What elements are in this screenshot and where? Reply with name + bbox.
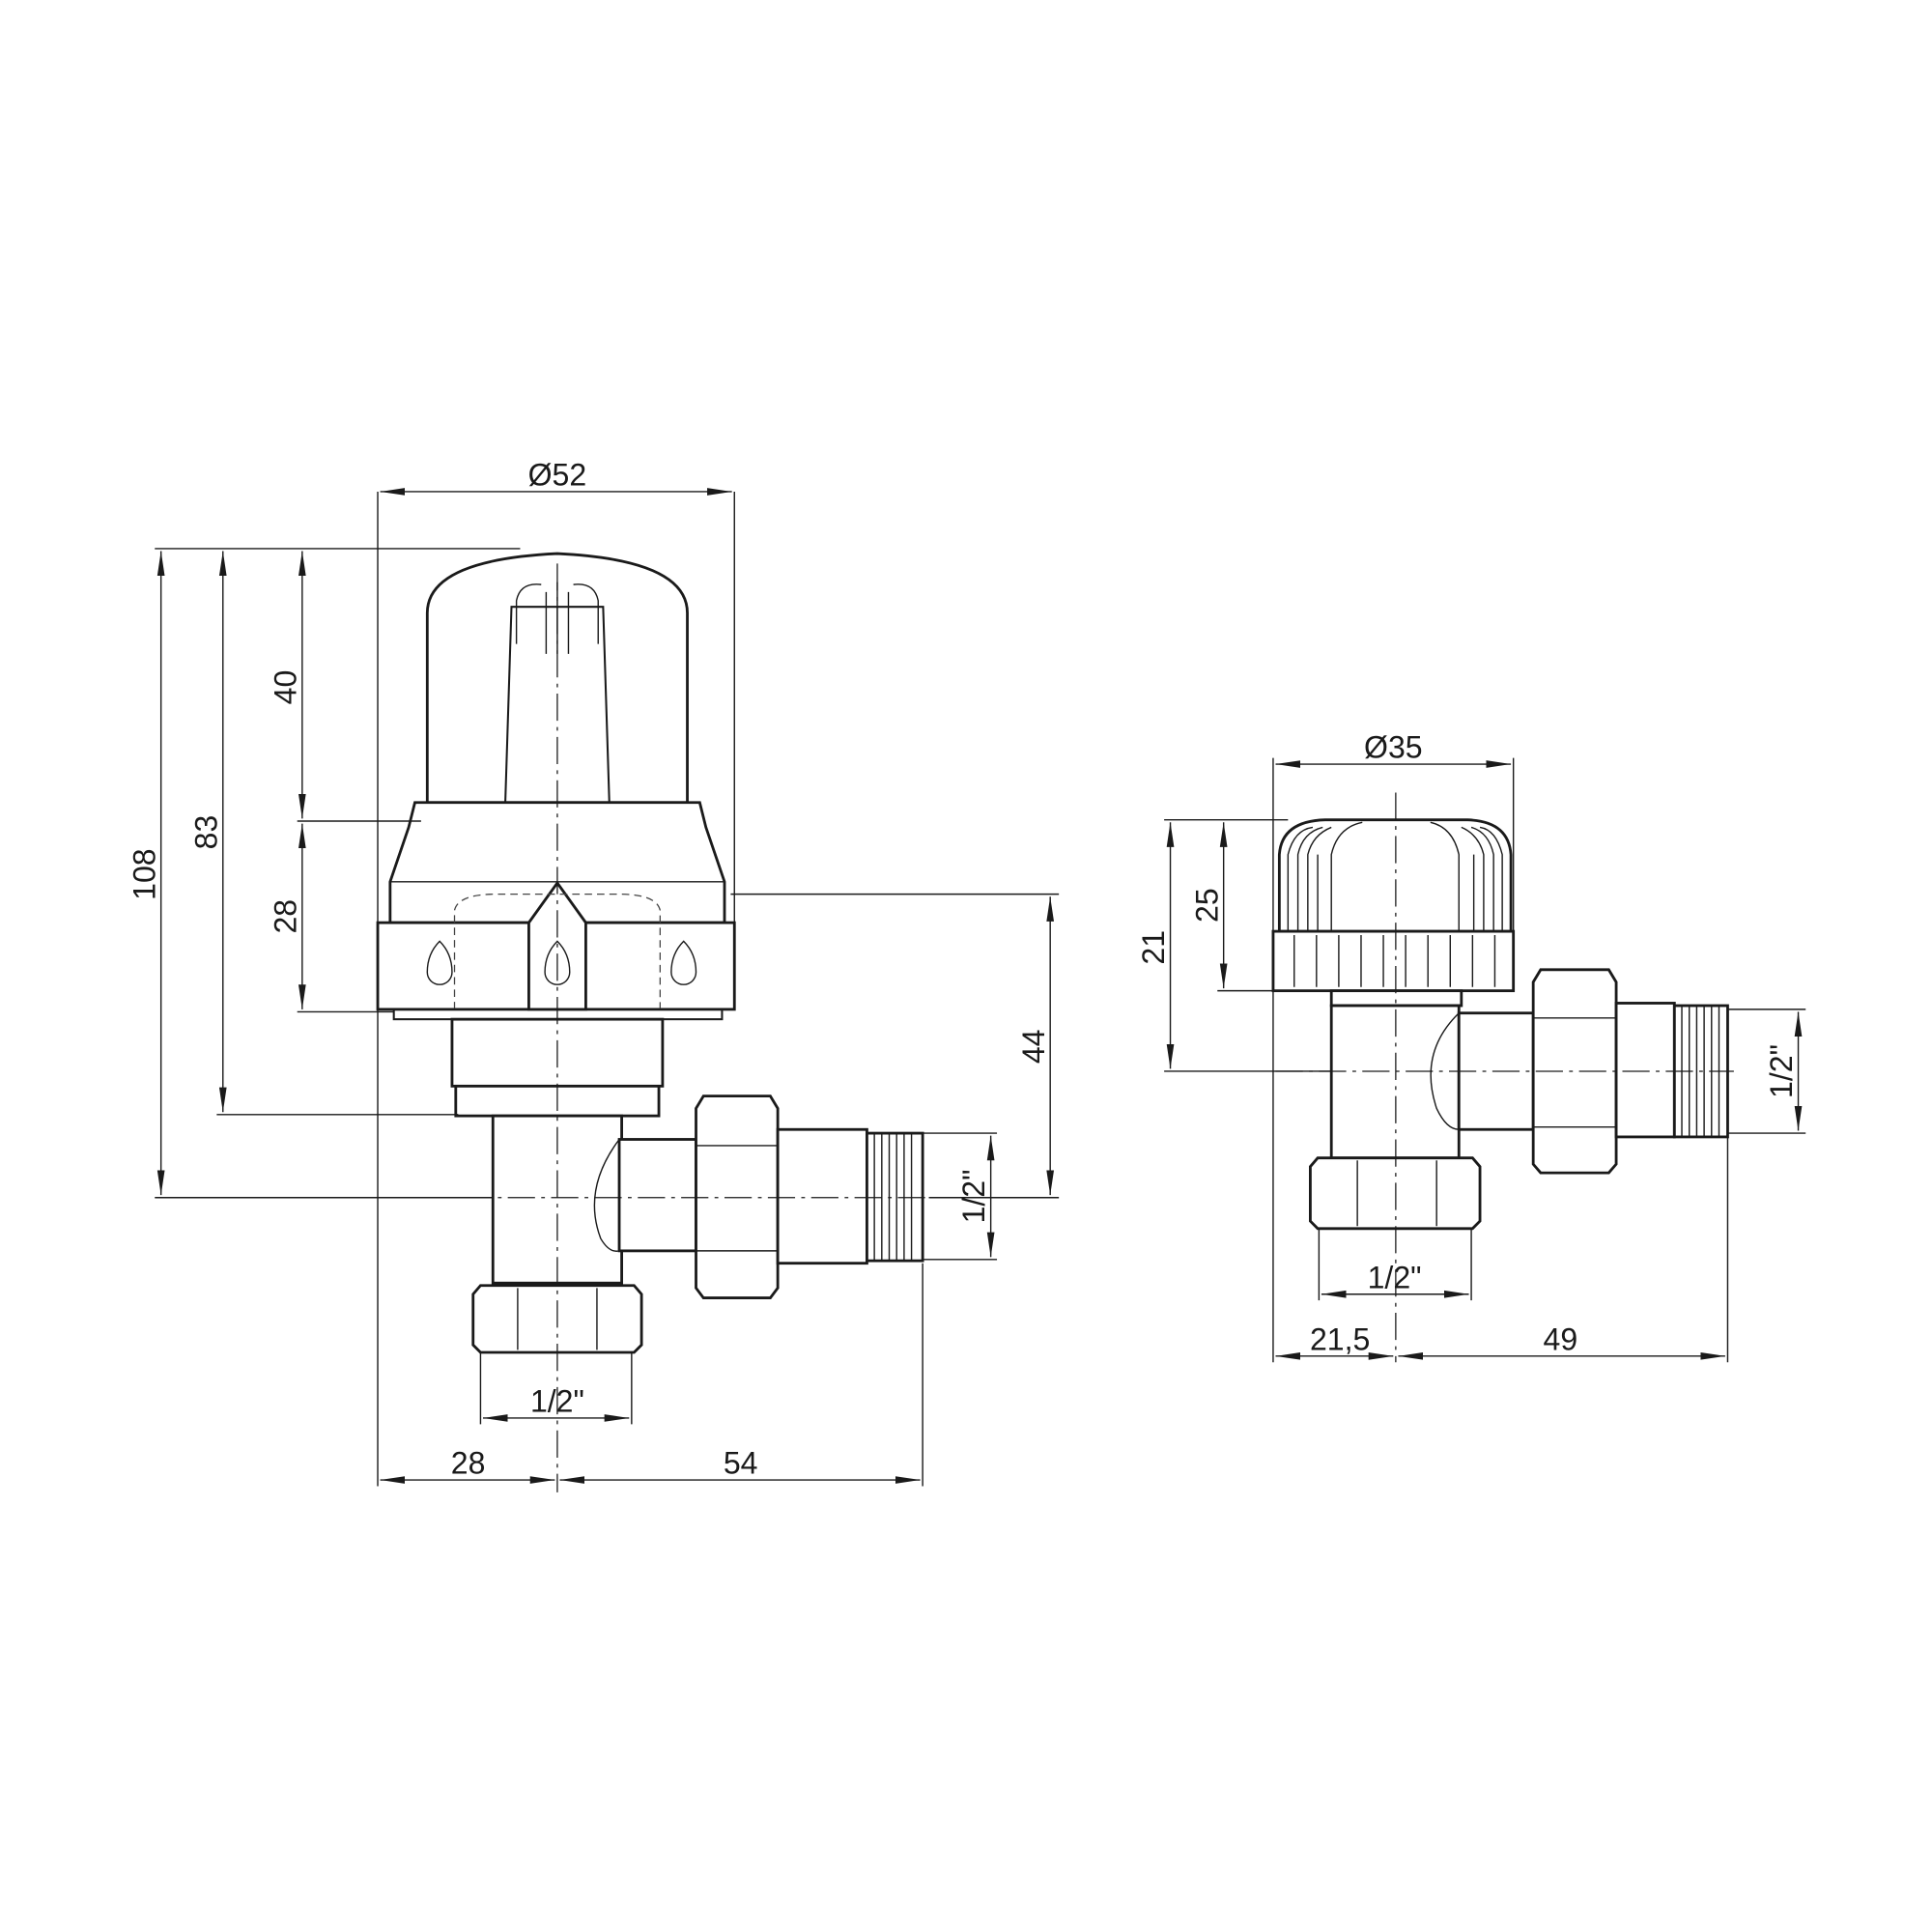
- right-dimensions: Ø35 21 25 1/2" 1/2" 21,5 49: [1136, 730, 1806, 1363]
- dim-width-28: 28: [451, 1446, 486, 1481]
- dim-thread-side: 1/2": [1764, 1044, 1799, 1098]
- dim-height-108: 108: [127, 848, 161, 899]
- dim-thread-bottom: 1/2": [1368, 1260, 1422, 1294]
- dim-height-40: 40: [268, 670, 302, 705]
- dim-height-83: 83: [188, 815, 223, 850]
- dim-width-54: 54: [724, 1446, 758, 1481]
- dim-height-28: 28: [268, 899, 302, 934]
- dim-diameter-52: Ø52: [528, 458, 587, 493]
- dim-width-49: 49: [1544, 1321, 1578, 1356]
- dim-thread-side: 1/2": [956, 1169, 991, 1223]
- dim-diameter-35: Ø35: [1364, 730, 1423, 765]
- left-dimensions: Ø52 108 83 40 28 44 1/2" 1/2" 28 54: [127, 458, 1060, 1487]
- dim-height-25: 25: [1189, 888, 1224, 923]
- dim-height-21: 21: [1136, 930, 1171, 965]
- shutoff-valve-front-view: [1271, 792, 1734, 1363]
- dim-height-44: 44: [1016, 1030, 1051, 1065]
- dim-width-21-5: 21,5: [1310, 1321, 1370, 1356]
- thermostatic-valve-front-view: [376, 552, 942, 1492]
- dim-thread-bottom: 1/2": [530, 1384, 584, 1419]
